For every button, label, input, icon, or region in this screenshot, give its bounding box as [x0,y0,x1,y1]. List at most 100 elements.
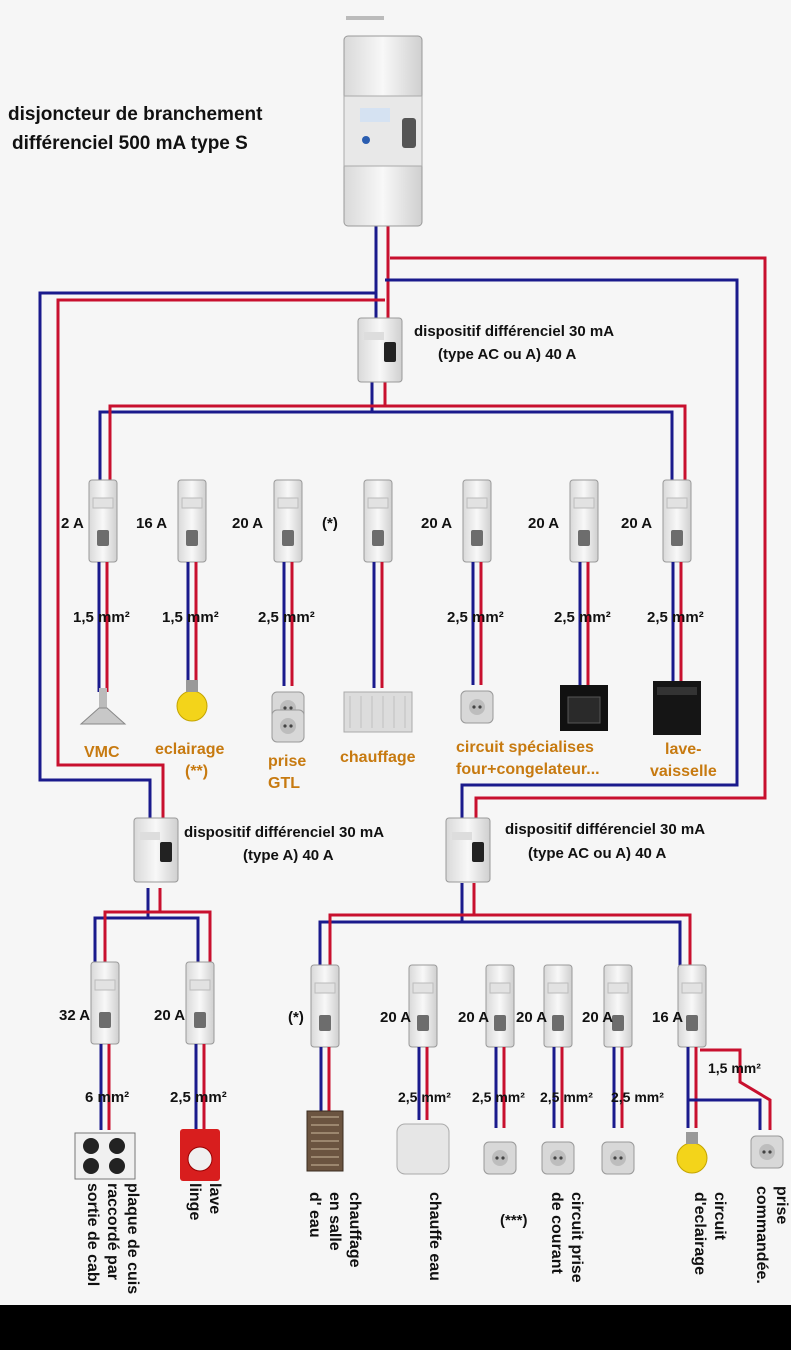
circuit-g1-5: 20 A 2,5 mm² circuit spécialises four+conge… [421,479,600,778]
cooktop-icon [74,1132,136,1180]
breaker-g1-3 [273,479,303,563]
breaker-rating: 20 A [421,515,452,532]
breaker-g3-5 [603,964,633,1048]
breaker-rating: 32 A [59,1007,90,1024]
circuit-g1-6: 20 A 2,5 mm² [528,479,611,731]
rcd1-label-line1: dispositif différenciel 30 mA [414,323,615,340]
wiring [38,225,767,970]
circuit-label: GTL [268,775,300,792]
rcd-1-device [357,317,403,383]
circuit-label: chauffage [346,1192,363,1268]
rcd-3-device [445,817,491,883]
breaker-rating: 16 A [136,515,167,532]
breaker-rating: 20 A [458,1009,489,1026]
breaker-rating: 20 A [528,515,559,532]
breaker-rating: (*) [288,1009,304,1026]
circuit-label: sortie de cabl [84,1183,101,1286]
main-breaker-title-line2: différenciel 500 mA type S [12,133,248,154]
circuit-label: chauffe eau [426,1192,443,1281]
hood-icon [79,688,127,725]
wire-section: 2,5 mm² [472,1089,525,1105]
circuit-label: raccordé par [104,1183,121,1280]
radiator-icon [343,691,413,733]
towel-radiator-icon [306,1110,344,1172]
circuit-label: circuit [711,1192,728,1241]
breaker-g1-1 [88,479,118,563]
circuit-label: en salle [326,1192,343,1251]
rcd2-label-line2: (type A) 40 A [243,847,334,864]
circuit-label: linge [186,1183,203,1220]
circuit-label: de courant [548,1192,565,1274]
breaker-g3-1 [310,964,340,1048]
breaker-rating: 20 A [154,1007,185,1024]
circuit-label: lave- [665,741,701,758]
breaker-g3-4 [543,964,573,1048]
main-breaker-title-line1: disjoncteur de branchement [8,104,263,125]
bottom-bar [0,1305,791,1350]
socket-icon [601,1141,635,1175]
dishwasher-icon [653,681,701,735]
wire-section: 2,5 mm² [647,609,704,626]
circuit-label: vaisselle [650,763,717,780]
circuit-g1-4: (*) chauffage [322,479,416,766]
breaker-g3-6 [677,964,707,1048]
washing-machine-icon [180,1129,220,1181]
socket-icon [460,690,494,724]
wire-section: 1,5 mm² [162,609,219,626]
socket-icon [271,709,305,743]
wire-section: 2,5 mm² [398,1089,451,1105]
bulb-icon [176,680,208,722]
circuit-label: eclairage [155,741,224,758]
rcd2-label-line1: dispositif différenciel 30 mA [184,824,385,841]
breaker-g2-1 [90,961,120,1045]
socket-icon [750,1135,784,1169]
bulb-icon [676,1132,708,1174]
wire-section: 2,5 mm² [611,1089,664,1105]
main-breaker [343,16,423,227]
breaker-rating: 16 A [652,1009,683,1026]
oven-icon [560,685,608,731]
breaker-g1-4 [363,479,393,563]
rcd3-label-line1: dispositif différenciel 30 mA [505,821,706,838]
breaker-g1-5 [462,479,492,563]
breaker-g1-2 [177,479,207,563]
breaker-rating: 20 A [516,1009,547,1026]
wire-section: 2,5 mm² [554,609,611,626]
breaker-rating: (*) [322,515,338,532]
circuit-g3-5: 20 A2,5 mm² [582,964,664,1175]
wire-section: 2,5 mm² [540,1089,593,1105]
wire-section: 2,5 mm² [447,609,504,626]
circuit-g3-3: 20 A 2,5 mm² (***) [458,964,528,1229]
circuit-label: commandée. [753,1186,770,1284]
circuit-label: VMC [84,744,120,761]
circuit-label: four+congelateur... [456,761,600,778]
circuit-label: (***) [500,1212,528,1229]
breaker-rating: 20 A [380,1009,411,1026]
breaker-g1-7 [662,479,692,563]
rcd1-label-line2: (type AC ou A) 40 A [438,346,577,363]
breaker-rating: 20 A [232,515,263,532]
breaker-rating: 2 A [61,515,84,532]
circuit-label: prise [773,1186,790,1224]
rcd-2-device [133,817,179,883]
circuit-label: d' eau [306,1192,323,1238]
breaker-g2-2 [185,961,215,1045]
water-heater-icon [396,1123,450,1175]
socket-icon [541,1141,575,1175]
circuit-label: chauffage [340,749,416,766]
circuit-label: circuit prise [568,1192,585,1283]
rcd3-label-line2: (type AC ou A) 40 A [528,845,667,862]
wire-section: 2,5 mm² [170,1089,227,1106]
circuit-label: circuit spécialises [456,739,594,756]
wire-section: 6 mm² [85,1089,129,1106]
circuit-label: prise [268,753,306,770]
